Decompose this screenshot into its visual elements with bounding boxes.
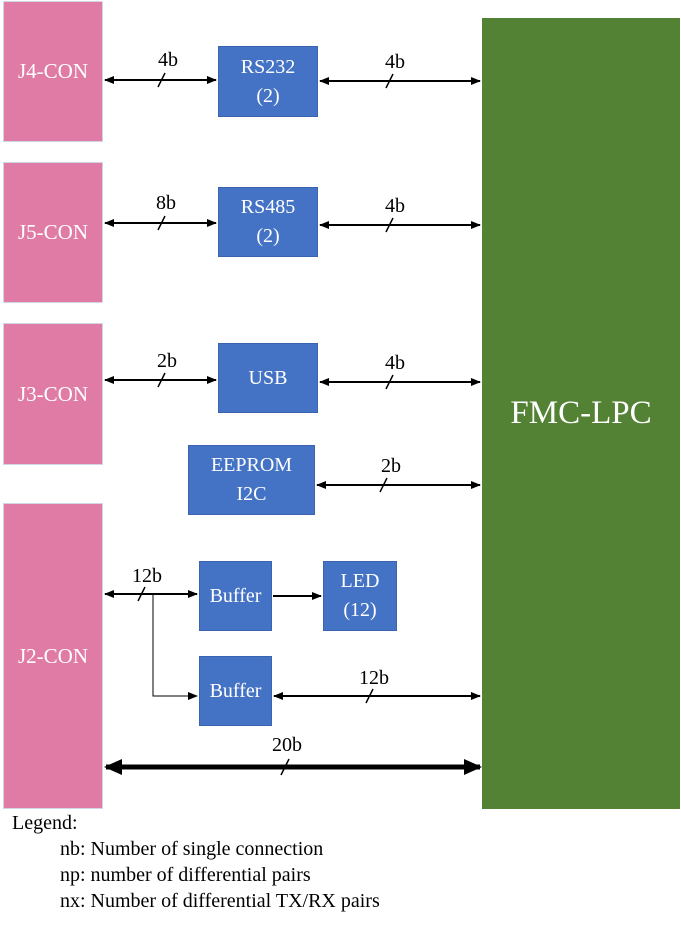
tick-j5-rs485	[157, 215, 166, 231]
label-j2-buffer: 12b	[132, 565, 162, 587]
led-block: LED (12)	[323, 561, 397, 631]
label-buffer2-fmc: 12b	[359, 667, 389, 689]
eeprom-bus: I2C	[236, 483, 267, 505]
usb-name: USB	[248, 366, 288, 389]
tick-j4-rs232	[157, 72, 166, 88]
j2-connector-label: J2-CON	[17, 643, 88, 668]
fmc-lpc-label: FMC-LPC	[510, 395, 652, 431]
label-usb-fmc: 4b	[385, 352, 405, 374]
j2-connector: J2-CON	[3, 503, 103, 809]
eeprom-name: EEPROM	[210, 454, 293, 476]
tick-j3-usb	[157, 372, 166, 388]
label-j5-rs485: 8b	[156, 192, 176, 214]
label-j2-fmc: 20b	[272, 734, 302, 756]
label-j3-usb: 2b	[157, 350, 177, 372]
j3-connector: J3-CON	[3, 323, 103, 465]
label-eeprom-fmc: 2b	[381, 455, 401, 477]
tick-j2-buffer1	[137, 586, 146, 602]
led-count: (12)	[343, 599, 377, 621]
led-name: LED	[340, 570, 380, 592]
usb-block: USB	[218, 343, 318, 413]
tick-usb-fmc	[385, 374, 394, 390]
buffer-block-1: Buffer	[199, 561, 272, 631]
buffer-1-name: Buffer	[209, 584, 262, 607]
label-rs232-fmc: 4b	[385, 51, 405, 73]
j4-connector: J4-CON	[3, 1, 103, 142]
tick-buffer2-fmc	[365, 688, 374, 704]
rs485-block: RS485 (2)	[218, 187, 318, 257]
j4-connector-label: J4-CON	[17, 59, 88, 83]
j3-connector-label: J3-CON	[17, 381, 88, 406]
rs485-name: RS485	[240, 196, 296, 218]
legend-title: Legend:	[12, 812, 78, 834]
buffer-2-name: Buffer	[209, 679, 262, 702]
tick-rs232-fmc	[385, 73, 394, 89]
eeprom-block: EEPROM I2C	[188, 445, 315, 515]
rs232-name: RS232	[240, 55, 296, 78]
j5-connector: J5-CON	[3, 162, 103, 303]
legend-item-nb: nb: Number of single connection	[60, 838, 324, 860]
tick-eeprom-fmc	[379, 477, 388, 493]
legend-item-nx: nx: Number of differential TX/RX pairs	[60, 890, 380, 912]
tick-rs485-fmc	[385, 217, 394, 233]
label-rs485-fmc: 4b	[385, 195, 405, 217]
tick-j2-fmc	[280, 758, 290, 776]
legend-item-np: np: number of differential pairs	[60, 864, 311, 886]
rs232-count: (2)	[256, 84, 280, 107]
label-j4-rs232: 4b	[158, 49, 178, 71]
j5-connector-label: J5-CON	[17, 220, 88, 244]
branch-buffer2	[152, 594, 198, 700]
fmc-lpc-block: FMC-LPC	[482, 18, 680, 809]
rs232-block: RS232 (2)	[218, 46, 318, 117]
rs485-count: (2)	[256, 225, 280, 247]
buffer-block-2: Buffer	[199, 656, 272, 726]
